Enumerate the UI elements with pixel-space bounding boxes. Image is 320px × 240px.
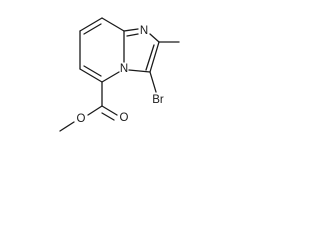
bond-c6-c5-inner xyxy=(83,65,102,77)
bond-c6-c5 xyxy=(79,68,103,83)
bond-c2-c3-inner xyxy=(145,44,155,71)
bond-c8-c7-inner xyxy=(83,23,102,35)
bonds xyxy=(59,17,180,132)
chemical-structure-diagram: N N Br O O xyxy=(59,17,180,132)
bond-c8-c7 xyxy=(79,17,103,32)
bond-c2-c3 xyxy=(149,41,160,73)
bond-c8-c8a xyxy=(101,17,125,32)
atom-labels: N N Br O O xyxy=(77,25,164,125)
bond-c3-br xyxy=(149,71,157,93)
bond-n1-c2 xyxy=(149,33,160,43)
atom-label-n-imine: N xyxy=(140,25,148,37)
atom-label-n-bridge: N xyxy=(120,63,128,75)
bond-ccarbonyl-oester xyxy=(87,105,103,116)
atom-label-br: Br xyxy=(152,94,164,106)
bond-c5-n4 xyxy=(101,71,120,83)
atom-label-o-carbonyl: O xyxy=(120,112,129,124)
bond-oester-methyl xyxy=(59,121,75,132)
bond-c8a-n1-double xyxy=(123,28,139,32)
bond-ccarbonyl-o-double-inner xyxy=(101,112,115,121)
atom-label-o-ester: O xyxy=(77,113,86,125)
bond-c8a-n1-double-inner xyxy=(126,33,139,37)
bond-c3-n4 xyxy=(128,69,151,73)
bond-ccarbonyl-o-double xyxy=(101,105,118,116)
